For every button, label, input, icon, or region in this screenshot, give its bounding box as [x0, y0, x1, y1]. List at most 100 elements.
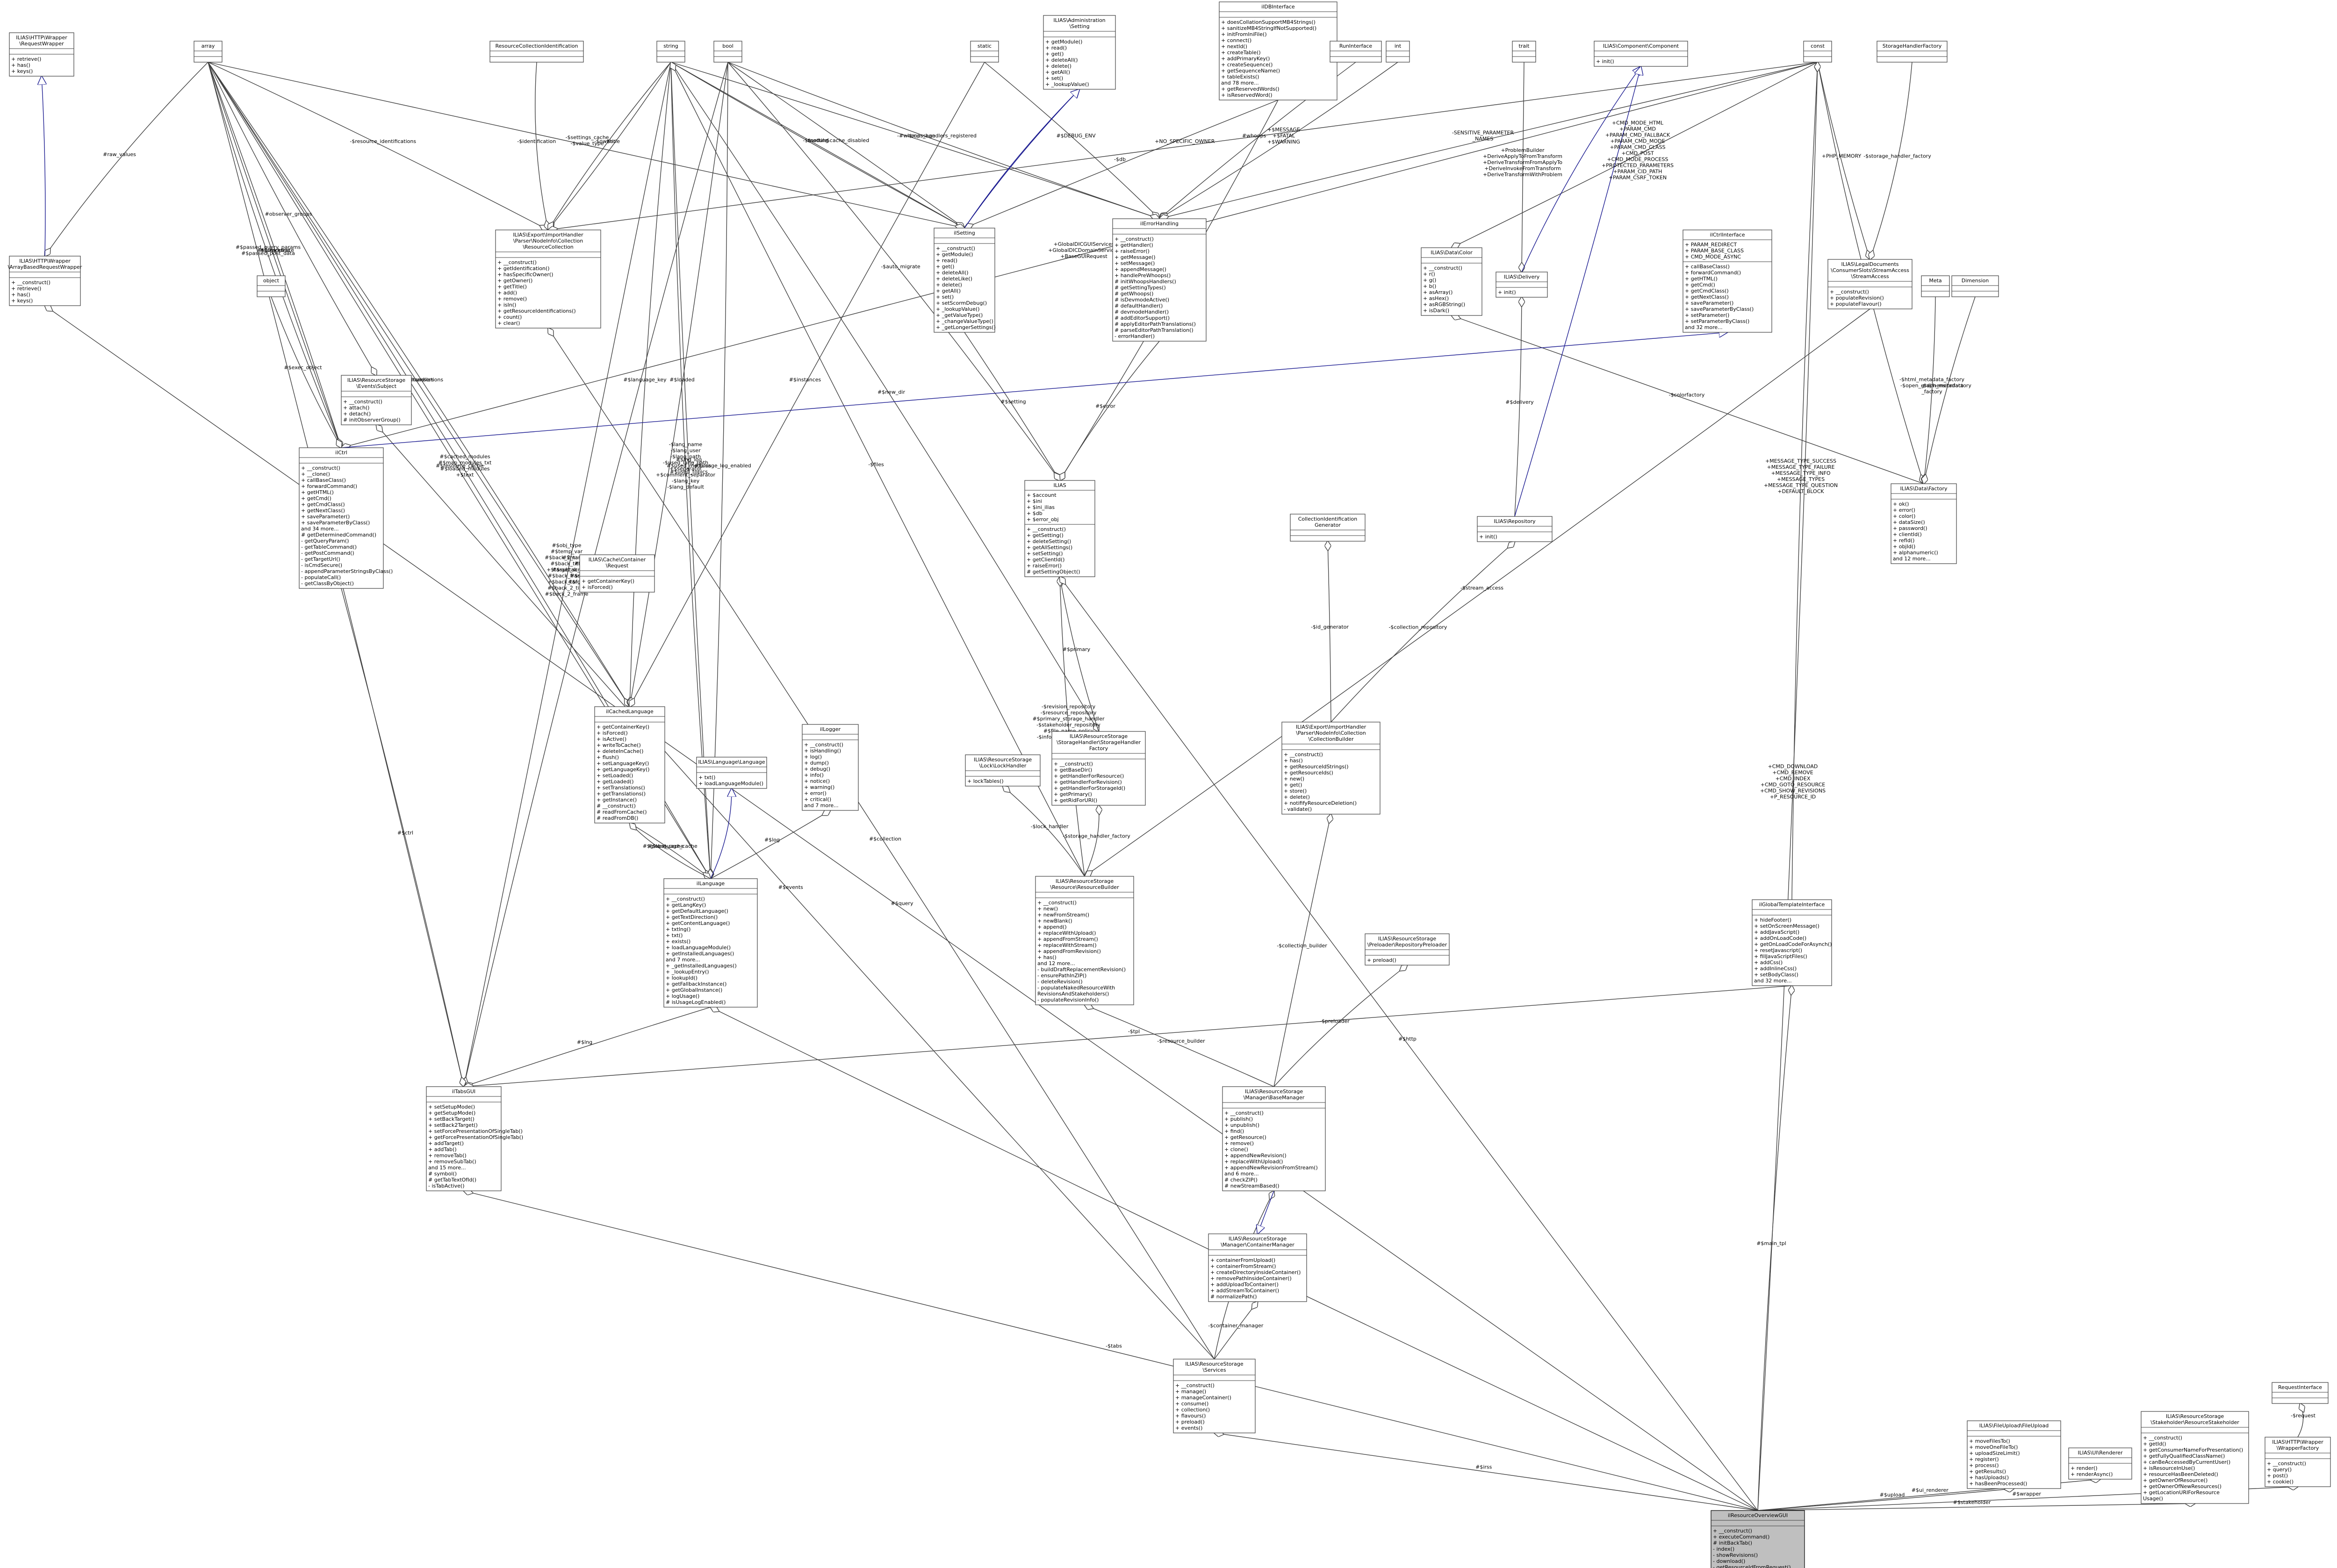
class-node-array[interactable]: array — [194, 41, 223, 63]
class-node-preloader[interactable]: ILIAS\ResourceStorage\Preloader\Reposito… — [1365, 933, 1450, 966]
class-node-legacydoc[interactable]: ILIAS\LegalDocuments\ConsumerSlots\Strea… — [1827, 259, 1913, 309]
edge-label: #$loaded_modules — [440, 466, 490, 472]
class-node-shfactory2[interactable]: ILIAS\ResourceStorage\StorageHandler\Sto… — [1051, 731, 1146, 806]
class-title-line: static — [978, 43, 992, 49]
class-node-string[interactable]: string — [656, 41, 685, 63]
class-node-idb[interactable]: ilDBInterface+ doesCollationSupportMB4St… — [1219, 1, 1337, 100]
class-node-adminsetting[interactable]: ILIAS\Administration\Setting+ getModule(… — [1043, 15, 1116, 90]
class-method: + has() — [1284, 758, 1303, 764]
class-node-int[interactable]: int — [1386, 41, 1410, 63]
class-node-contmgr[interactable]: ILIAS\ResourceStorage\Manager\ContainerM… — [1208, 1233, 1307, 1302]
class-node-ictrli[interactable]: ilCtrlInterface+ PARAM_REDIRECT+ PARAM_B… — [1683, 229, 1772, 333]
class-node-stakeholder[interactable]: ILIAS\ResourceStorage\Stakeholder\Resour… — [2141, 1411, 2249, 1504]
class-title-line: \Lock\LockHandler — [979, 763, 1027, 769]
class-method: and 6 more... — [1224, 1171, 1259, 1177]
class-method: + addPrimaryKey() — [1221, 56, 1270, 62]
class-method: + getCmdClass() — [1685, 288, 1729, 294]
class-node-cachecontreq[interactable]: ILIAS\Cache\Container\Request+ getContai… — [579, 554, 655, 593]
class-method: + forwardCommand() — [1685, 270, 1741, 276]
class-node-tabsgui[interactable]: ilTabsGUI+ setSetupMode()+ getSetupMode(… — [426, 1086, 523, 1191]
edge-label: #$error — [1095, 403, 1115, 409]
class-node-services[interactable]: ILIAS\ResourceStorage\Services+ __constr… — [1173, 1359, 1256, 1433]
class-method: + lookupId() — [666, 975, 698, 981]
edge-label: +MESSAGE_TYPE_FAILURE — [1767, 464, 1835, 470]
class-node-uirenderer[interactable]: ILIAS\UI\Renderer+ render()+ renderAsync… — [2068, 1447, 2132, 1480]
edge-label: +$target_script — [546, 567, 587, 573]
class-node-ilias[interactable]: ILIAS+ $account+ $ini+ $ini_ilias+ $db+ … — [1024, 480, 1095, 577]
class-method: + read() — [1045, 45, 1067, 51]
class-node-errh[interactable]: ilErrorHandling+ __construct()+ getHandl… — [1112, 218, 1207, 342]
class-method: + initFromIniFile() — [1221, 31, 1267, 37]
class-node-langlang[interactable]: ILIAS\Language\Language+ txt()+ loadLang… — [696, 757, 767, 789]
class-node-rcoll[interactable]: ILIAS\Export\ImportHandler\Parser\NodeIn… — [495, 229, 601, 329]
class-node-static[interactable]: static — [970, 41, 999, 63]
class-title-line: ILIAS\ResourceStorage — [347, 377, 406, 383]
class-method: + init() — [1479, 534, 1497, 540]
class-node-iglobaltpl[interactable]: ilGlobalTemplateInterface+ hideFooter()+… — [1752, 899, 1832, 986]
class-method: + moveFilesTo() — [1969, 1438, 2010, 1444]
class-node-runint[interactable]: RunInterface — [1330, 41, 1382, 63]
class-node-shfactory[interactable]: StorageHandlerFactory — [1877, 41, 1948, 63]
class-method: + getClientId() — [1027, 557, 1064, 563]
edge-label: -$html_metadata_factory — [1899, 377, 1965, 383]
class-node-datacolor[interactable]: ILIAS\Data\Color+ __construct()+ r()+ g(… — [1421, 247, 1482, 316]
class-method: + detach() — [343, 411, 371, 417]
class-method: + getOwnerOfResource() — [2143, 1477, 2208, 1483]
inheritance-edge — [1514, 66, 1641, 517]
class-node-basemgr[interactable]: ILIAS\ResourceStorage\Manager\BaseManage… — [1222, 1086, 1326, 1191]
class-node-reqwrap[interactable]: ILIAS\HTTP\Wrapper\RequestWrapper+ retri… — [9, 32, 74, 77]
class-node-const[interactable]: const — [1803, 41, 1832, 63]
class-box — [1219, 1, 1337, 100]
class-node-fileupload[interactable]: ILIAS\FileUpload\FileUpload+ moveFilesTo… — [1967, 1420, 2061, 1489]
class-method: + resourceHasBeenDeleted() — [2143, 1471, 2218, 1477]
class-node-illanguage[interactable]: ilLanguage+ __construct()+ getLangKey()+… — [663, 878, 758, 1008]
class-node-resbuilder[interactable]: ILIAS\ResourceStorage\Resource\ResourceB… — [1035, 876, 1134, 1005]
class-node-ilsetting[interactable]: ilSetting+ __construct()+ getModule()+ r… — [934, 228, 996, 333]
class-node-requestint[interactable]: RequestInterface — [2272, 1382, 2329, 1404]
class-box — [2265, 1437, 2331, 1487]
class-method: + asRGBString() — [1423, 301, 1465, 308]
class-method: + __construct() — [343, 399, 382, 405]
edge-label: +CMD_GOTO_RESOURCE — [1761, 782, 1825, 788]
class-method: + _lookupEntry() — [666, 969, 709, 975]
class-node-eventsubj[interactable]: ILIAS\ResourceStorage\Events\Subject+ __… — [341, 375, 412, 425]
class-node-ildelivery[interactable]: ILIAS\Delivery+ init() — [1496, 272, 1548, 298]
class-method: + removePathInsideContainer() — [1210, 1275, 1292, 1282]
class-node-collbuilder[interactable]: ILIAS\Export\ImportHandler\Parser\NodeIn… — [1281, 722, 1381, 815]
class-method: - appendParameterStringsByClass() — [301, 568, 393, 574]
class-method: + isForced() — [597, 730, 628, 736]
class-node-repository[interactable]: ILIAS\Repository+ init() — [1477, 516, 1553, 542]
class-title-line: ILIAS\UI\Renderer — [2078, 1450, 2123, 1456]
class-method: + __construct() — [1175, 1382, 1215, 1389]
edge-label: -$storage_handler_factory — [1863, 153, 1931, 159]
class-node-object[interactable]: object — [257, 275, 286, 297]
edge-label: -SENSITIVE_PARAMETER — [1452, 130, 1514, 136]
edge-label: #$main_tpl — [1756, 1240, 1786, 1246]
class-node-focus[interactable]: ilResourceOverviewGUI+ __construct()+ ex… — [1711, 1510, 1805, 1568]
class-node-lockhandler[interactable]: ILIAS\ResourceStorage\Lock\LockHandler+ … — [965, 754, 1041, 787]
class-method: + isReservedWord() — [1221, 92, 1273, 98]
class-node-rescollid[interactable]: ResourceCollectionIdentification — [489, 41, 584, 63]
class-node-dimension[interactable]: Dimension — [1951, 275, 1999, 297]
class-method: + hasBeenProcessed() — [1969, 1481, 2027, 1487]
class-node-cachedlang[interactable]: ilCachedLanguage+ getContainerKey()+ isF… — [594, 706, 665, 823]
edge-label: -$used_lang_path — [663, 460, 708, 466]
class-node-arrwrap[interactable]: ILIAS\HTTP\Wrapper\ArrayBasedRequestWrap… — [8, 256, 82, 306]
class-node-meta[interactable]: Meta — [1921, 275, 1950, 297]
class-method: + setSetting() — [1027, 551, 1063, 557]
class-node-wrapperfactory[interactable]: ILIAS\HTTP\Wrapper\WrapperFactory+ __con… — [2265, 1437, 2331, 1487]
class-node-bool[interactable]: bool — [713, 41, 742, 63]
class-method: + handlePreWhoops() — [1115, 272, 1171, 279]
class-box — [2141, 1411, 2249, 1504]
association-edge — [1214, 1302, 1258, 1360]
class-node-ilctrl[interactable]: ilCtrl+ __construct()+ __clone()+ callBa… — [299, 447, 393, 589]
class-method: + createTable() — [1221, 50, 1261, 56]
class-title-line: ILIAS\Language\Language — [698, 759, 765, 765]
class-method: + getReservedWords() — [1221, 86, 1280, 92]
class-node-component[interactable]: ILIAS\Component\Component+ init() — [1594, 41, 1688, 67]
class-node-datafactory[interactable]: ILIAS\Data\Factory+ ok()+ error()+ color… — [1891, 483, 1957, 564]
class-node-illogger[interactable]: ilLogger+ __construct()+ isHandling()+ l… — [802, 724, 859, 811]
class-node-trait[interactable]: trait — [1512, 41, 1536, 63]
class-method: + password() — [1893, 525, 1927, 531]
